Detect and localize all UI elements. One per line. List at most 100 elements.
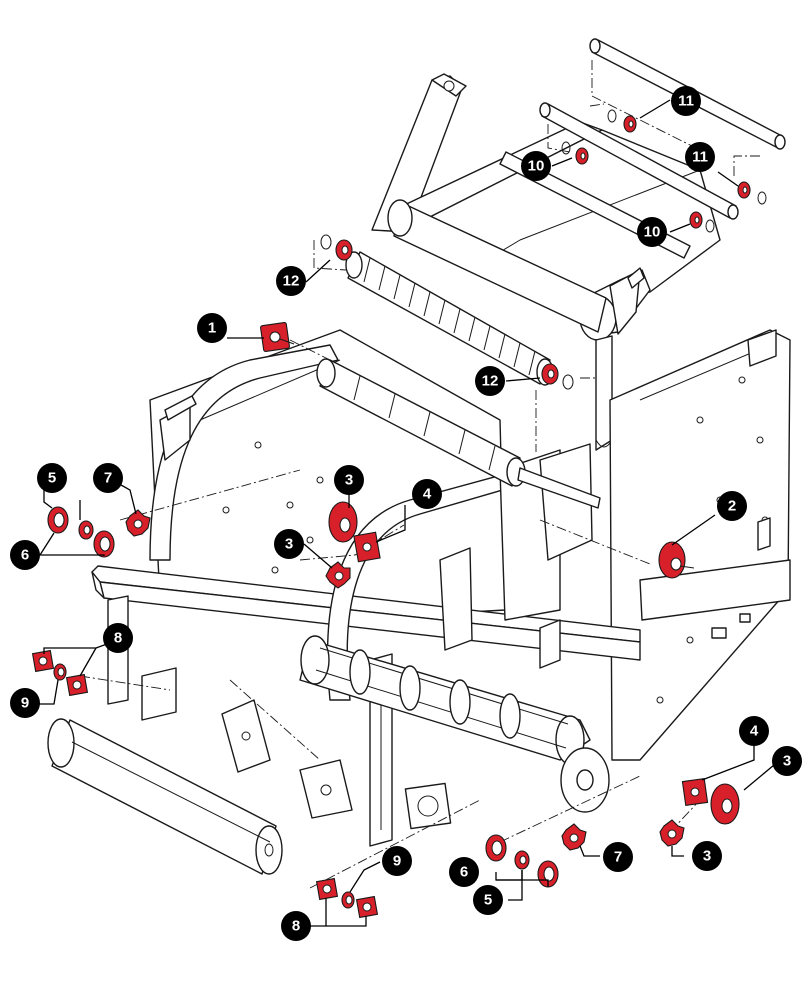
callout-1-badge — [197, 313, 227, 343]
callout-2: 2 — [717, 491, 747, 521]
callout-8-badge — [281, 911, 311, 941]
part-10-bushing-upper — [561, 141, 589, 165]
feeder-roller — [316, 358, 601, 509]
callout-8: 8 — [281, 911, 311, 941]
callout-5-label: 5 — [484, 892, 492, 909]
callout-3-badge — [772, 746, 802, 776]
front-drum-roller — [47, 718, 283, 875]
assembly-center-lines — [79, 60, 760, 889]
callout-8: 8 — [103, 623, 133, 653]
callout-12-badge — [276, 266, 306, 296]
callout-12: 12 — [475, 366, 505, 396]
callout-3-badge — [334, 465, 364, 495]
part-4-square-plate-lower — [681, 777, 709, 807]
part-6-ring-right-upper — [485, 834, 507, 862]
callout-4-badge — [412, 479, 442, 509]
part-3-bearing-disc-lower — [710, 783, 740, 825]
callout-7-badge — [603, 842, 633, 872]
part-8-plate-left-lower — [65, 673, 89, 697]
callout-11-badge — [685, 142, 715, 172]
callout-10-label: 10 — [644, 224, 661, 241]
part-8-plate-bottom-lower — [355, 895, 379, 919]
callout-11: 11 — [671, 86, 701, 116]
callout-3-badge — [274, 529, 304, 559]
part-6-ring-left-lower — [93, 530, 115, 558]
callout-9-label: 9 — [393, 853, 401, 870]
callout-3: 3 — [692, 841, 722, 871]
part-12-bearing-lower — [541, 363, 574, 390]
callout-6-badge — [449, 857, 479, 887]
callout-7-label: 7 — [614, 849, 622, 866]
callout-3: 3 — [334, 465, 364, 495]
callout-9-badge — [382, 846, 412, 876]
part-9-bushing-bottom — [341, 891, 355, 909]
callout-4-badge — [739, 716, 769, 746]
part-6-ring-left-upper — [47, 506, 69, 534]
callout-5-badge — [473, 885, 503, 915]
callout-7: 7 — [603, 842, 633, 872]
callout-4-label: 4 — [423, 486, 432, 503]
callout-4: 4 — [739, 716, 769, 746]
callout-9: 9 — [10, 688, 40, 718]
callout-6-label: 6 — [460, 864, 468, 881]
callout-11-label: 11 — [692, 149, 708, 166]
callout-3-label: 3 — [703, 848, 711, 865]
callout-10: 10 — [521, 151, 551, 181]
callout-11: 11 — [685, 142, 715, 172]
callout-5-label: 5 — [48, 470, 56, 487]
callout-5: 5 — [473, 885, 503, 915]
callout-6-label: 6 — [21, 547, 29, 564]
callout-3-label: 3 — [285, 536, 293, 553]
callout-3-badge — [692, 841, 722, 871]
part-3-star-flange-lower — [659, 819, 685, 847]
callout-3: 3 — [772, 746, 802, 776]
callout-5-badge — [37, 463, 67, 493]
part-5-bushing-left — [78, 520, 94, 540]
part-11-bushing-upper — [607, 109, 637, 133]
callout-10-label: 10 — [528, 158, 545, 175]
callout-3-label: 3 — [783, 753, 791, 770]
callout-10-badge — [521, 151, 551, 181]
callout-2-badge — [717, 491, 747, 521]
part-9-bushing-left — [53, 663, 67, 681]
callout-11-label: 11 — [678, 93, 694, 110]
callout-8-label: 8 — [292, 918, 300, 935]
callout-9-badge — [10, 688, 40, 718]
part-7-star-flange-left — [125, 509, 151, 537]
part-1-flange-bearing — [260, 322, 295, 352]
part-4-square-plate-upper — [353, 531, 381, 563]
baler-frame-drawing — [47, 38, 791, 875]
part-7-star-flange-right — [561, 823, 587, 851]
highlighted-parts — [31, 109, 767, 919]
callout-4: 4 — [412, 479, 442, 509]
part-3-star-flange-mid — [325, 561, 351, 589]
callout-8-badge — [103, 623, 133, 653]
callout-11-badge — [671, 86, 701, 116]
part-12-bearing-upper — [320, 234, 353, 261]
callout-2-label: 2 — [728, 498, 736, 515]
callout-5: 5 — [37, 463, 67, 493]
callout-10: 10 — [637, 217, 667, 247]
callout-12-label: 12 — [482, 373, 499, 390]
callout-6: 6 — [10, 540, 40, 570]
callout-1: 1 — [197, 313, 227, 343]
callout-leader-lines — [32, 99, 781, 927]
part-11-bushing-lower — [737, 181, 767, 205]
callout-7-badge — [93, 463, 123, 493]
part-2-flange-bearing — [658, 541, 695, 579]
callout-8-label: 8 — [114, 630, 122, 647]
part-8-plate-bottom-upper — [315, 877, 339, 901]
callout-10-badge — [637, 217, 667, 247]
callout-4-label: 4 — [750, 723, 759, 740]
callout-9: 9 — [382, 846, 412, 876]
callout-12-badge — [475, 366, 505, 396]
callout-6-badge — [10, 540, 40, 570]
part-8-plate-left-upper — [31, 649, 55, 673]
callout-3-label: 3 — [345, 472, 353, 489]
part-5-bushing-right — [514, 850, 530, 870]
callout-7-label: 7 — [104, 470, 112, 487]
callout-3: 3 — [274, 529, 304, 559]
part-3-bearing-disc-upper — [328, 501, 358, 543]
callout-6: 6 — [449, 857, 479, 887]
